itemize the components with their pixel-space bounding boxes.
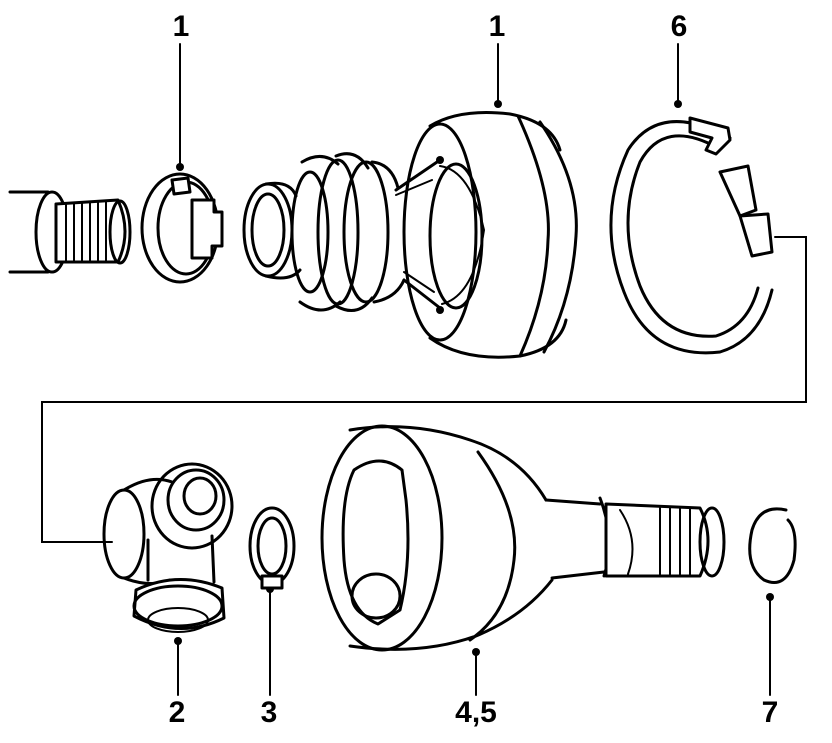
snap-ring <box>748 507 797 584</box>
callout-label-boot: 1 <box>488 10 506 43</box>
leader-dots <box>174 100 774 656</box>
callout-label-housing: 4,5 <box>455 696 497 729</box>
cv-boot <box>242 152 442 312</box>
large-boot-housing <box>402 111 578 359</box>
callout-label-clamp-ring: 6 <box>670 10 688 43</box>
outer-joint-housing <box>320 424 726 652</box>
callout-label-snap-ring: 7 <box>761 696 779 729</box>
circlip <box>248 506 296 590</box>
callout-label-small-clamp: 1 <box>172 10 190 43</box>
callout-label-tripod: 2 <box>168 696 186 729</box>
tripod-spider <box>102 462 234 633</box>
leader-lines <box>41 43 807 696</box>
small-boot-clamp <box>140 172 224 284</box>
callout-label-circlip: 3 <box>260 696 278 729</box>
large-clamp-ring <box>609 116 774 355</box>
drive-shaft <box>8 190 132 274</box>
